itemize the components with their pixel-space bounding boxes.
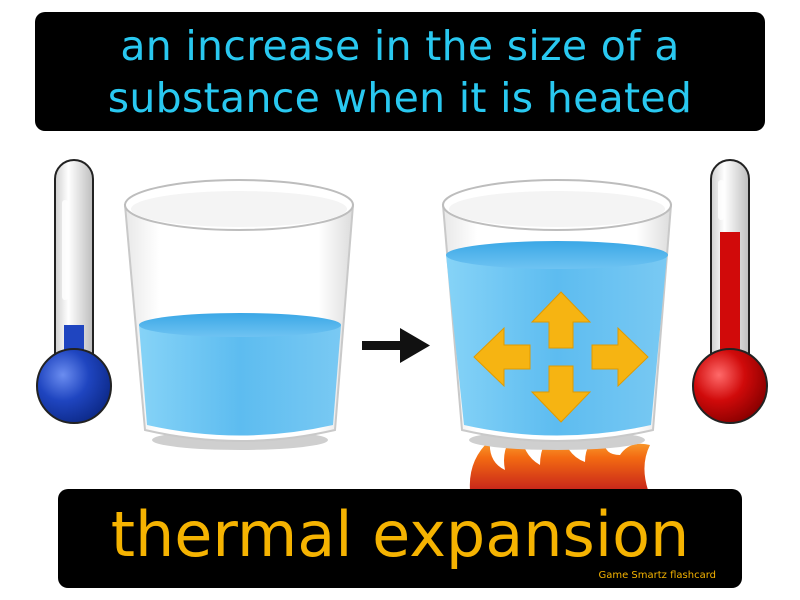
- brand-label: Game Smartz flashcard: [598, 570, 716, 581]
- definition-line-2: substance when it is heated: [107, 73, 693, 122]
- hot-thermometer-icon: [692, 159, 768, 424]
- term-box: thermal expansion Game Smartz flashcard: [58, 489, 742, 588]
- room-glass-icon: [123, 179, 355, 450]
- definition-line-1: an increase in the size of a: [120, 21, 680, 70]
- expansion-arrows-icon: [473, 291, 649, 423]
- definition-box: an increase in the size of a substance w…: [35, 12, 765, 131]
- term-title: thermal expansion: [110, 497, 690, 571]
- cold-thermometer-icon: [36, 159, 112, 424]
- right-arrow-icon: [362, 328, 430, 363]
